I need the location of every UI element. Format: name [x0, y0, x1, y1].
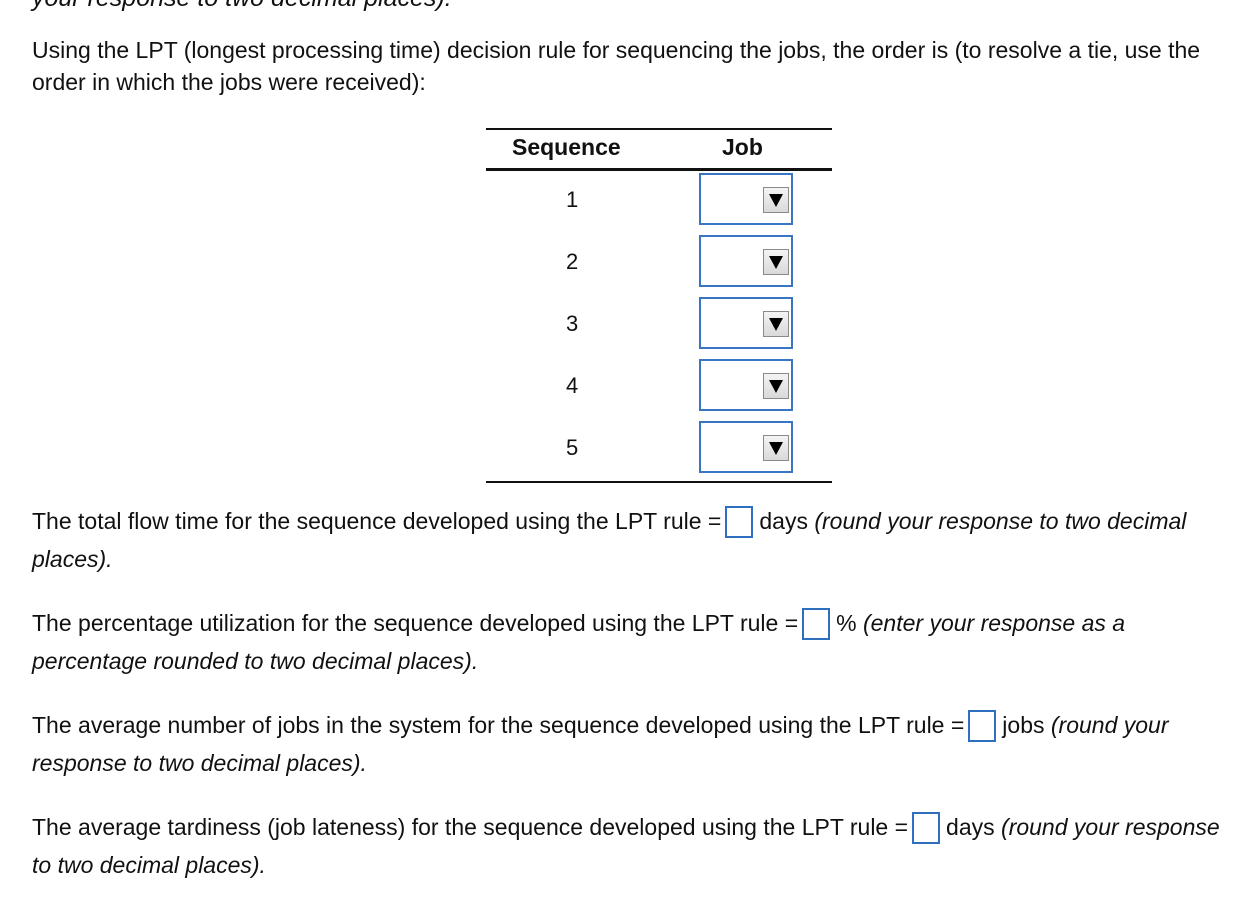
utilization-input[interactable] — [802, 608, 831, 640]
table-row: 4 — [486, 357, 832, 419]
job-select-1[interactable] — [699, 173, 793, 225]
sequence-number: 5 — [566, 435, 579, 460]
question-text: The percentage utilization for the seque… — [32, 610, 799, 636]
sequence-number: 1 — [566, 187, 579, 212]
job-select-3[interactable] — [699, 297, 793, 349]
avg-tardiness-input[interactable] — [912, 812, 941, 844]
job-select-2[interactable] — [699, 235, 793, 287]
total-flow-time-input[interactable] — [725, 506, 754, 538]
sequence-number: 4 — [566, 373, 579, 398]
unit-label: jobs — [1002, 712, 1045, 738]
table-row: 1 — [486, 171, 832, 233]
lpt-instructions: Using the LPT (longest processing time) … — [32, 37, 1201, 95]
unit-label: % — [836, 610, 857, 636]
question-text: The average tardiness (job lateness) for… — [32, 814, 909, 840]
header-sequence: Sequence — [512, 134, 621, 160]
dropdown-arrow-icon[interactable] — [763, 249, 789, 275]
dropdown-arrow-icon[interactable] — [763, 187, 789, 213]
sequence-table: Sequence Job 1 2 3 4 5 — [486, 128, 832, 483]
question-total-flow-time: The total flow time for the sequence dev… — [32, 502, 1222, 578]
dropdown-arrow-icon[interactable] — [763, 311, 789, 337]
question-avg-jobs: The average number of jobs in the system… — [32, 706, 1222, 782]
unit-label: days — [759, 508, 808, 534]
dropdown-arrow-icon[interactable] — [763, 435, 789, 461]
sequence-number: 2 — [566, 249, 579, 274]
truncated-previous-line: your response to two decimal places). — [32, 0, 452, 13]
avg-jobs-input[interactable] — [968, 710, 997, 742]
rounding-note: (round your response to two decimal plac… — [32, 814, 1220, 878]
rounding-note: (enter your response as a percentage rou… — [32, 610, 1126, 674]
job-select-4[interactable] — [699, 359, 793, 411]
dropdown-arrow-icon[interactable] — [763, 373, 789, 399]
rounding-note: (round your response to two decimal plac… — [32, 508, 1187, 572]
table-row: 3 — [486, 295, 832, 357]
question-avg-tardiness: The average tardiness (job lateness) for… — [32, 808, 1222, 884]
question-text: The average number of jobs in the system… — [32, 712, 965, 738]
table-row: 2 — [486, 233, 832, 295]
table-header: Sequence Job — [486, 130, 832, 171]
sequence-number: 3 — [566, 311, 579, 336]
question-utilization: The percentage utilization for the seque… — [32, 604, 1222, 680]
job-select-5[interactable] — [699, 421, 793, 473]
rounding-note: (round your response to two decimal plac… — [32, 712, 1169, 776]
header-job: Job — [722, 134, 763, 160]
table-row: 5 — [486, 419, 832, 481]
unit-label: days — [946, 814, 995, 840]
question-text: The total flow time for the sequence dev… — [32, 508, 722, 534]
